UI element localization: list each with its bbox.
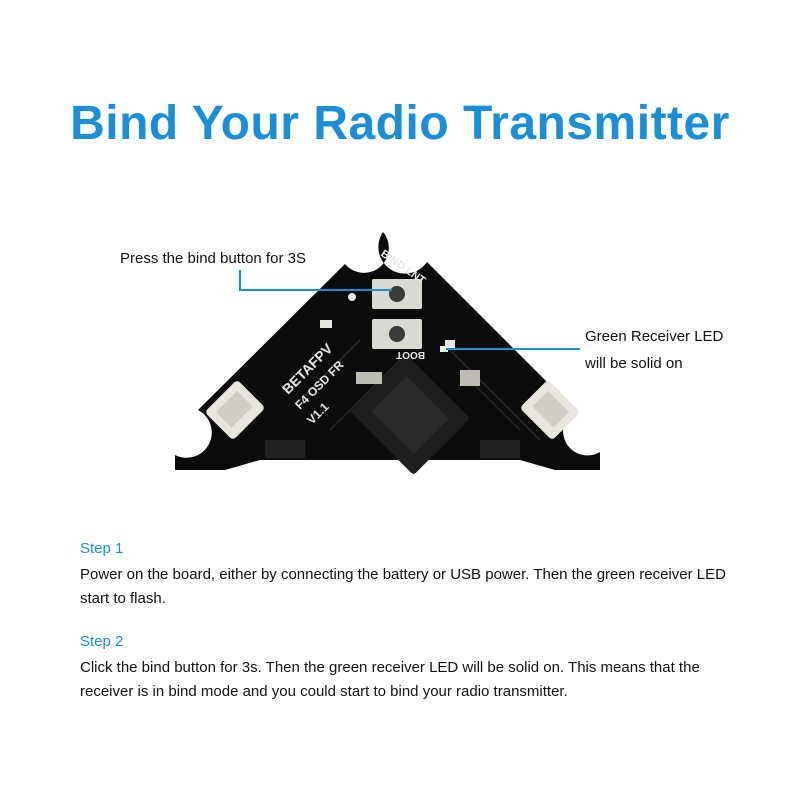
- step-2: Step 2 Click the bind button for 3s. The…: [80, 633, 740, 704]
- board-shape: [175, 232, 600, 470]
- silkscreen-boot: BOOT: [396, 349, 425, 360]
- bind-button-callout: Press the bind button for 3S: [120, 250, 306, 267]
- led-callout-line1: Green Receiver LED: [585, 328, 724, 345]
- step-1-title: Step 1: [80, 540, 124, 557]
- step-1-text: Power on the board, either by connecting…: [80, 566, 726, 607]
- step-2-title: Step 2: [80, 633, 124, 650]
- green-led: [440, 346, 448, 352]
- step-1: Step 1 Power on the board, either by con…: [80, 540, 740, 611]
- led-callout: Green Receiver LED will be solid on: [585, 323, 723, 377]
- page-title: Bind Your Radio Transmitter: [70, 97, 730, 150]
- bind-callout-line: [239, 270, 392, 291]
- led-callout-line2: will be solid on: [585, 355, 683, 372]
- steps-section: Step 1 Power on the board, either by con…: [80, 540, 740, 704]
- step-2-text: Click the bind button for 3s. Then the g…: [80, 659, 700, 700]
